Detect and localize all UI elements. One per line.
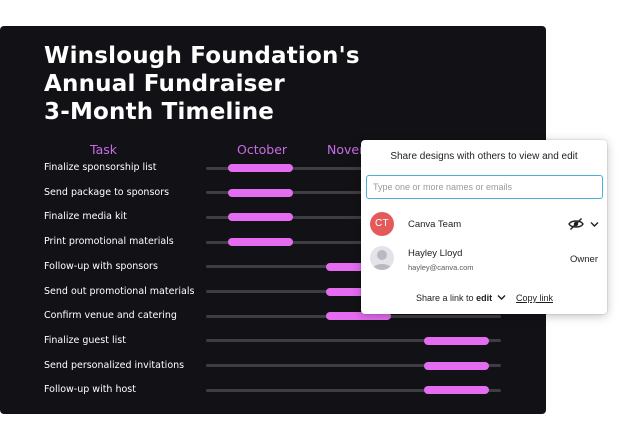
copy-link-button[interactable]: Copy link [516, 293, 554, 303]
timeline-track [206, 388, 501, 392]
team-name: Canva Team [408, 219, 462, 230]
timeline-track [206, 166, 501, 170]
title-line-3: 3-Month Timeline [44, 99, 275, 125]
task-label: Print promotional materials [44, 236, 174, 248]
task-label: Finalize guest list [44, 334, 126, 346]
title-line-2: Annual Fundraiser [44, 71, 285, 97]
timeline-bar [423, 386, 490, 395]
task-label: Follow-up with host [44, 384, 136, 396]
timeline-bar [325, 312, 392, 321]
timeline-bar [227, 238, 294, 247]
team-avatar: CT [370, 212, 394, 236]
share-panel-title: Share designs with others to view and ed… [390, 151, 578, 162]
timeline-bar [325, 287, 392, 296]
task-label: Confirm venue and catering [44, 310, 177, 322]
timeline-bar [423, 336, 490, 345]
timeline-track [206, 364, 501, 368]
user-name: Hayley Lloyd [408, 248, 463, 259]
timeline-bar [325, 262, 392, 271]
column-header-task: Task [90, 142, 117, 157]
title-line-1: Winslough Foundation's [44, 43, 360, 69]
permission-chevron-down-icon[interactable] [590, 221, 599, 228]
task-label: Send package to sponsors [44, 186, 170, 198]
timeline-bar [227, 164, 294, 172]
task-label: Finalize media kit [44, 211, 127, 223]
column-header-november: Novem [327, 142, 372, 157]
share-panel: Share designs with others to view and ed… [361, 140, 607, 314]
task-label: Follow-up with sponsors [44, 260, 158, 272]
timeline-track [206, 339, 501, 343]
timeline-track [206, 240, 501, 244]
timeline-bar [227, 213, 294, 222]
user-avatar [370, 246, 394, 270]
timeline-bar [423, 361, 490, 370]
user-role: Owner [570, 254, 598, 265]
share-search-input[interactable] [366, 175, 603, 199]
chevron-down-icon [497, 295, 506, 300]
share-link-dropdown[interactable]: Share a link to edit [416, 293, 506, 303]
timeline-bar [227, 188, 294, 197]
timeline-track [206, 191, 501, 195]
column-header-october: October [237, 142, 288, 157]
user-email: hayley@canva.com [408, 263, 474, 272]
task-label: Send personalized invitations [44, 359, 185, 371]
share-link-prefix: Share a link to [416, 293, 474, 303]
timeline-track [206, 215, 501, 219]
slide-title: Winslough Foundation's Annual Fundraiser… [44, 42, 360, 126]
task-label: Send out promotional materials [44, 285, 195, 297]
eye-slash-icon[interactable] [568, 217, 584, 231]
share-link-permission: edit [476, 293, 493, 303]
task-label: Finalize sponsorship list [44, 162, 157, 173]
